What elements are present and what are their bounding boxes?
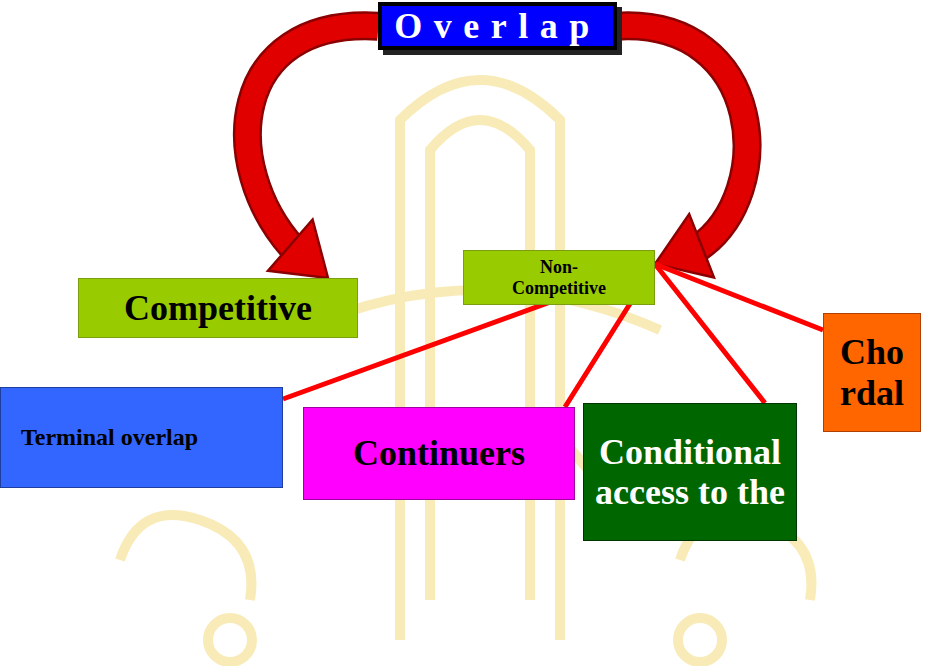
type-box: Conditional access to the [583, 403, 797, 541]
curved-arrow [247, 26, 378, 278]
title-box: Overlap [378, 2, 617, 50]
node-label: Chordal [834, 332, 910, 413]
category-box: Non- Competitive [463, 250, 655, 305]
category-box: Competitive [78, 278, 358, 338]
connector-line [655, 264, 823, 330]
type-box: Terminal overlap [0, 387, 283, 488]
node-label: Terminal overlap [21, 424, 201, 451]
node-label: Overlap [394, 6, 601, 46]
type-box: Chordal [823, 313, 921, 432]
node-label: Non- Competitive [502, 257, 617, 297]
type-box: Continuers [303, 407, 575, 500]
node-label: Competitive [124, 288, 312, 328]
node-label: Continuers [353, 433, 525, 473]
node-label: Conditional access to the [594, 432, 786, 513]
curved-arrow [617, 26, 747, 278]
